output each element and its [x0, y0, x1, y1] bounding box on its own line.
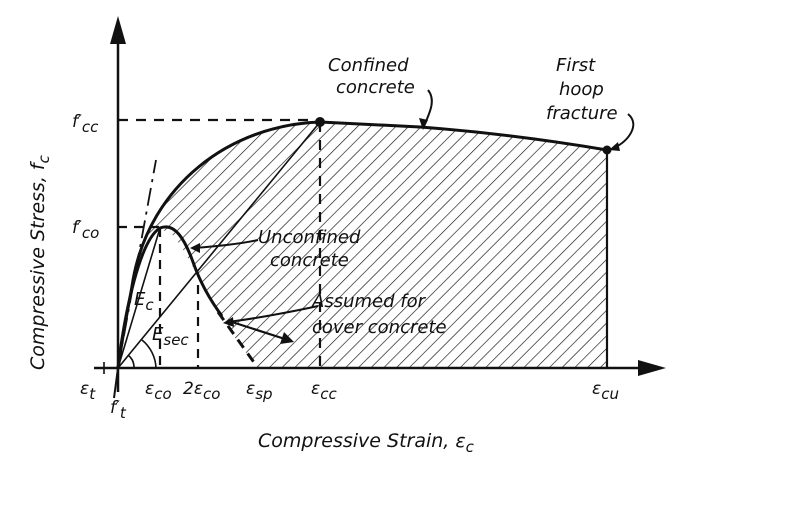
x-axis-title: Compressive Strain, εc: [258, 430, 475, 456]
two-eco-tick-label: 2εco: [183, 379, 220, 403]
stress-axis-arrow-icon: [110, 16, 126, 44]
first-hoop-fracture-point: [602, 145, 612, 155]
cover-concrete-dashed-line: [216, 311, 260, 369]
ec-angle-arc: [127, 354, 135, 369]
confined-annotation-line2: concrete: [336, 77, 415, 98]
assumed-leader: [227, 305, 319, 323]
confined-region-hatching: [133, 122, 607, 368]
unconfined-annotation-line2: concrete: [270, 250, 349, 271]
fcc-tick-label: f′cc: [72, 112, 99, 136]
confined-annotation-line1: Confined: [328, 55, 409, 76]
descent-direction-line: [231, 320, 289, 342]
strain-axis-arrow-icon: [638, 360, 666, 376]
fco-tick-label: f′co: [72, 218, 99, 242]
secant-line-unconfined: [117, 227, 161, 369]
confined-leader-arrow-icon: [419, 118, 428, 130]
eco-tick-label: εco: [145, 379, 172, 403]
esec-label: Esec: [152, 324, 189, 349]
ft-tick-label: f′t: [110, 398, 127, 422]
first-hoop-annotation-line3: fracture: [546, 103, 618, 124]
ecc-tick-label: εcc: [311, 379, 337, 403]
fcc-peak-point: [315, 117, 325, 127]
first-hoop-leader-arrow-icon: [609, 142, 620, 151]
tension-branch: [113, 367, 119, 399]
assumed-annotation-line2: cover concrete: [312, 317, 447, 338]
first-hoop-annotation-line2: hoop: [559, 79, 604, 100]
first-hoop-annotation-line1: First: [556, 55, 596, 76]
esec-angle-arc: [141, 339, 157, 369]
unconfined-annotation-line1: Unconfined: [258, 227, 361, 248]
ec-label: Ec: [134, 289, 154, 314]
et-tick-label: εt: [80, 379, 96, 403]
assumed-leader-arrow-icon: [223, 317, 234, 327]
assumed-annotation-line1: Assumed for: [311, 291, 427, 312]
y-axis-title: Compressive Stress, fc: [27, 154, 53, 370]
unconfined-leader-arrow-icon: [190, 243, 200, 253]
ecu-tick-label: εcu: [592, 379, 619, 403]
esp-tick-label: εsp: [246, 379, 273, 403]
unconfined-concrete-curve: [116, 225, 224, 369]
unconfined-leader: [194, 239, 259, 249]
descent-direction-arrow-icon: [280, 332, 294, 344]
